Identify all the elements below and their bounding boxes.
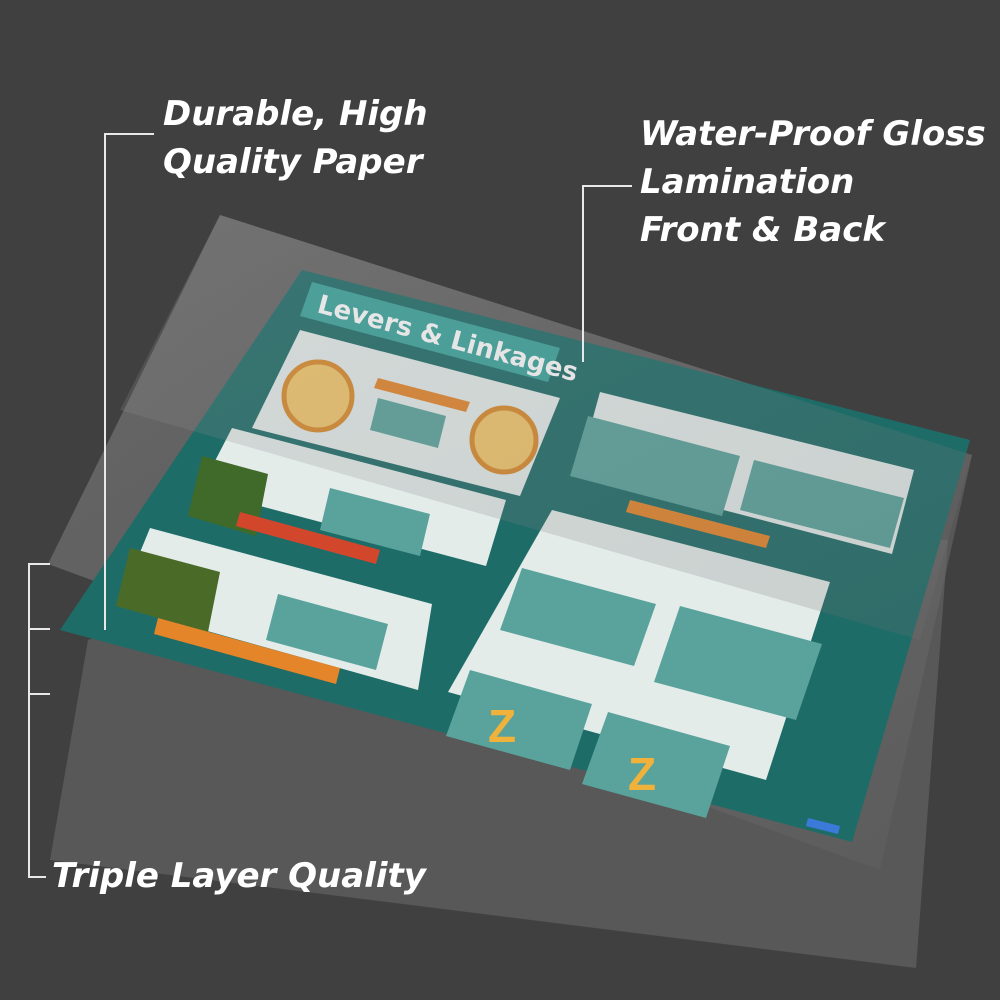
second-class-examples-bar bbox=[154, 618, 340, 684]
push-pull-diagram bbox=[500, 568, 656, 666]
first-class-diagram bbox=[320, 488, 430, 556]
second-class-diagram bbox=[266, 594, 388, 670]
durable-caption-line: Quality Paper bbox=[163, 142, 423, 182]
durable-paper-caption: Durable, High Quality Paper bbox=[163, 90, 428, 186]
triple-caption-line: Triple Layer Quality bbox=[52, 856, 426, 896]
z-linkage-left: Z bbox=[488, 700, 516, 752]
gloss-caption-line: Lamination bbox=[640, 162, 855, 202]
z-linkage-right: Z bbox=[628, 748, 656, 800]
brand-logo bbox=[806, 818, 840, 834]
triple-tick-2 bbox=[28, 628, 50, 630]
triple-tick-3 bbox=[28, 693, 50, 695]
gloss-highlight bbox=[120, 215, 972, 640]
changing-force-diagram-right bbox=[582, 712, 730, 818]
bell-crank-diagram bbox=[654, 606, 822, 720]
first-class-examples-bar bbox=[236, 512, 380, 564]
durable-bracket bbox=[104, 133, 154, 630]
gloss-caption-line: Water-Proof Gloss bbox=[640, 114, 986, 154]
gloss-caption-line: Front & Back bbox=[640, 210, 886, 250]
triple-layer-caption: Triple Layer Quality bbox=[52, 852, 426, 900]
durable-caption-line: Durable, High bbox=[163, 94, 428, 134]
changing-force-diagram-left bbox=[446, 670, 592, 770]
gloss-lamination-caption: Water-Proof Gloss Lamination Front & Bac… bbox=[640, 110, 986, 254]
second-class-photo bbox=[116, 548, 220, 632]
triple-tick-1 bbox=[28, 563, 50, 565]
triple-bracket bbox=[28, 563, 30, 878]
triple-tick-4 bbox=[28, 876, 46, 878]
gloss-bracket bbox=[582, 185, 632, 362]
